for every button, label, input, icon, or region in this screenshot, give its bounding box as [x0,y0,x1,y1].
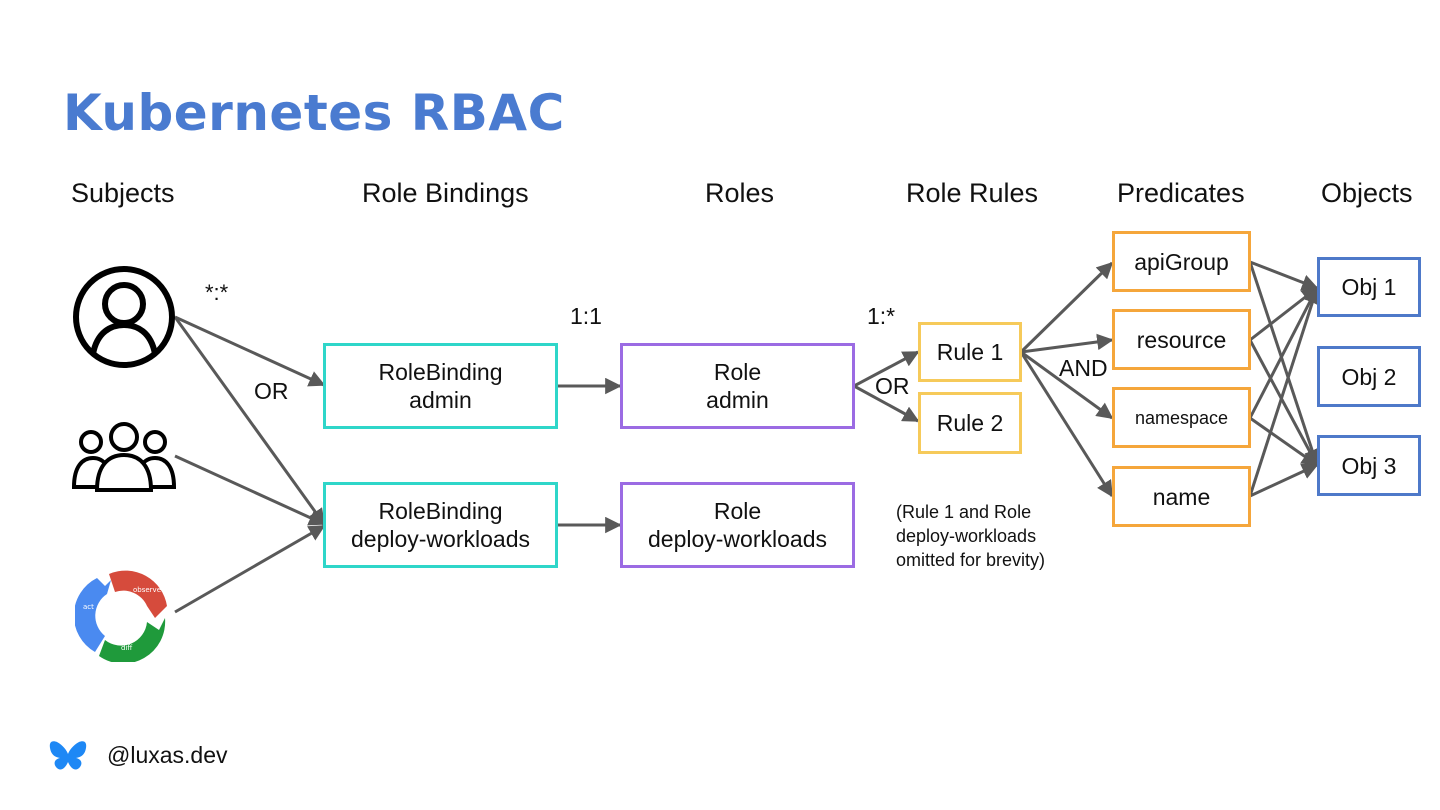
edge-namespace-to-obj1 [1248,286,1319,419]
predicate-name[interactable]: name [1112,466,1251,527]
edge-name-to-obj3 [1249,463,1319,498]
role-admin-name: admin [706,387,769,413]
edge-resource-to-obj3 [1248,339,1319,467]
edge-apigroup-to-obj1 [1249,260,1319,291]
role-admin[interactable]: Role admin [620,343,855,429]
rolebinding-admin-kind: RoleBinding [378,359,503,385]
role-deploy-kind: Role [713,498,762,524]
rolebinding-admin[interactable]: RoleBinding admin [323,343,558,429]
loop-label-observe: observe [133,586,161,594]
predicate-name-label: name [1152,483,1211,510]
column-header-role-rules: Role Rules [906,178,1039,208]
edge-sa-to-rolebinding-deploy [174,524,326,614]
column-header-role-bindings: Role Bindings [362,178,529,208]
user-icon [73,266,175,368]
controller-loop-icon: observe diff act [75,570,167,662]
edge-user-to-rolebinding-admin [174,315,326,387]
column-header-subjects: Subjects [71,178,175,208]
column-header-objects: Objects [1321,178,1413,208]
rule-2[interactable]: Rule 2 [918,392,1022,454]
rule-1-label: Rule 1 [936,339,1004,365]
edge-rule1-to-namespace [1020,350,1114,420]
loop-label-act: act [83,603,94,611]
role-admin-kind: Role [713,359,762,385]
label-binding-role-cardinality: 1:1 [570,303,602,329]
author-handle[interactable]: @luxas.dev [107,742,228,768]
page-title: Kubernetes RBAC [63,84,565,142]
object-2-label: Obj 2 [1341,363,1397,390]
label-role-rule-cardinality: 1:* [867,303,896,329]
label-subjects-or: OR [254,378,289,404]
rolebinding-admin-name: admin [409,387,472,413]
edge-namespace-to-obj3 [1249,416,1319,467]
column-header-predicates: Predicates [1117,178,1245,208]
note-line-3: omitted for brevity) [896,550,1046,570]
omission-note: (Rule 1 and Role deploy-workloads omitte… [896,500,1045,572]
rolebinding-deploy-kind: RoleBinding [378,498,503,524]
predicate-resource[interactable]: resource [1112,309,1251,370]
predicate-apigroup[interactable]: apiGroup [1112,231,1251,292]
edge-user-to-rolebinding-deploy [173,316,326,526]
edge-rule1-to-name [1019,351,1114,498]
rolebinding-deploy-workloads[interactable]: RoleBinding deploy-workloads [323,482,558,568]
label-subjects-cardinality: *:* [205,280,229,305]
group-icon [71,422,177,492]
rolebinding-deploy-name: deploy-workloads [351,526,530,552]
object-3[interactable]: Obj 3 [1317,435,1421,496]
predicate-namespace-label: namespace [1134,407,1229,428]
edge-apigroup-to-obj3 [1248,261,1321,467]
note-line-1: (Rule 1 and Role [896,502,1032,522]
predicate-namespace[interactable]: namespace [1112,387,1251,448]
edge-rule1-to-resource [1020,333,1114,354]
object-3-label: Obj 3 [1341,452,1397,479]
column-header-roles: Roles [705,178,775,208]
bluesky-butterfly-icon [49,741,87,770]
rule-1[interactable]: Rule 1 [918,322,1022,382]
role-deploy-workloads[interactable]: Role deploy-workloads [620,482,855,568]
object-2[interactable]: Obj 2 [1317,346,1421,407]
edge-name-to-obj1 [1248,286,1321,497]
loop-label-diff: diff [121,644,132,652]
rule-2-label: Rule 2 [936,410,1004,436]
edge-group-to-rolebinding-deploy [174,454,326,526]
edge-role-admin-to-rule2 [853,384,920,423]
object-1[interactable]: Obj 1 [1317,257,1421,317]
note-line-2: deploy-workloads [896,526,1037,546]
predicate-resource-label: resource [1136,326,1227,353]
label-rules-or: OR [875,373,910,399]
edge-role-admin-to-rule1 [853,350,920,388]
object-1-label: Obj 1 [1341,274,1397,300]
label-predicates-and: AND [1059,355,1108,381]
role-deploy-name: deploy-workloads [648,526,827,552]
edge-rule1-to-apigroup [1019,261,1114,354]
predicate-apigroup-label: apiGroup [1134,248,1229,275]
